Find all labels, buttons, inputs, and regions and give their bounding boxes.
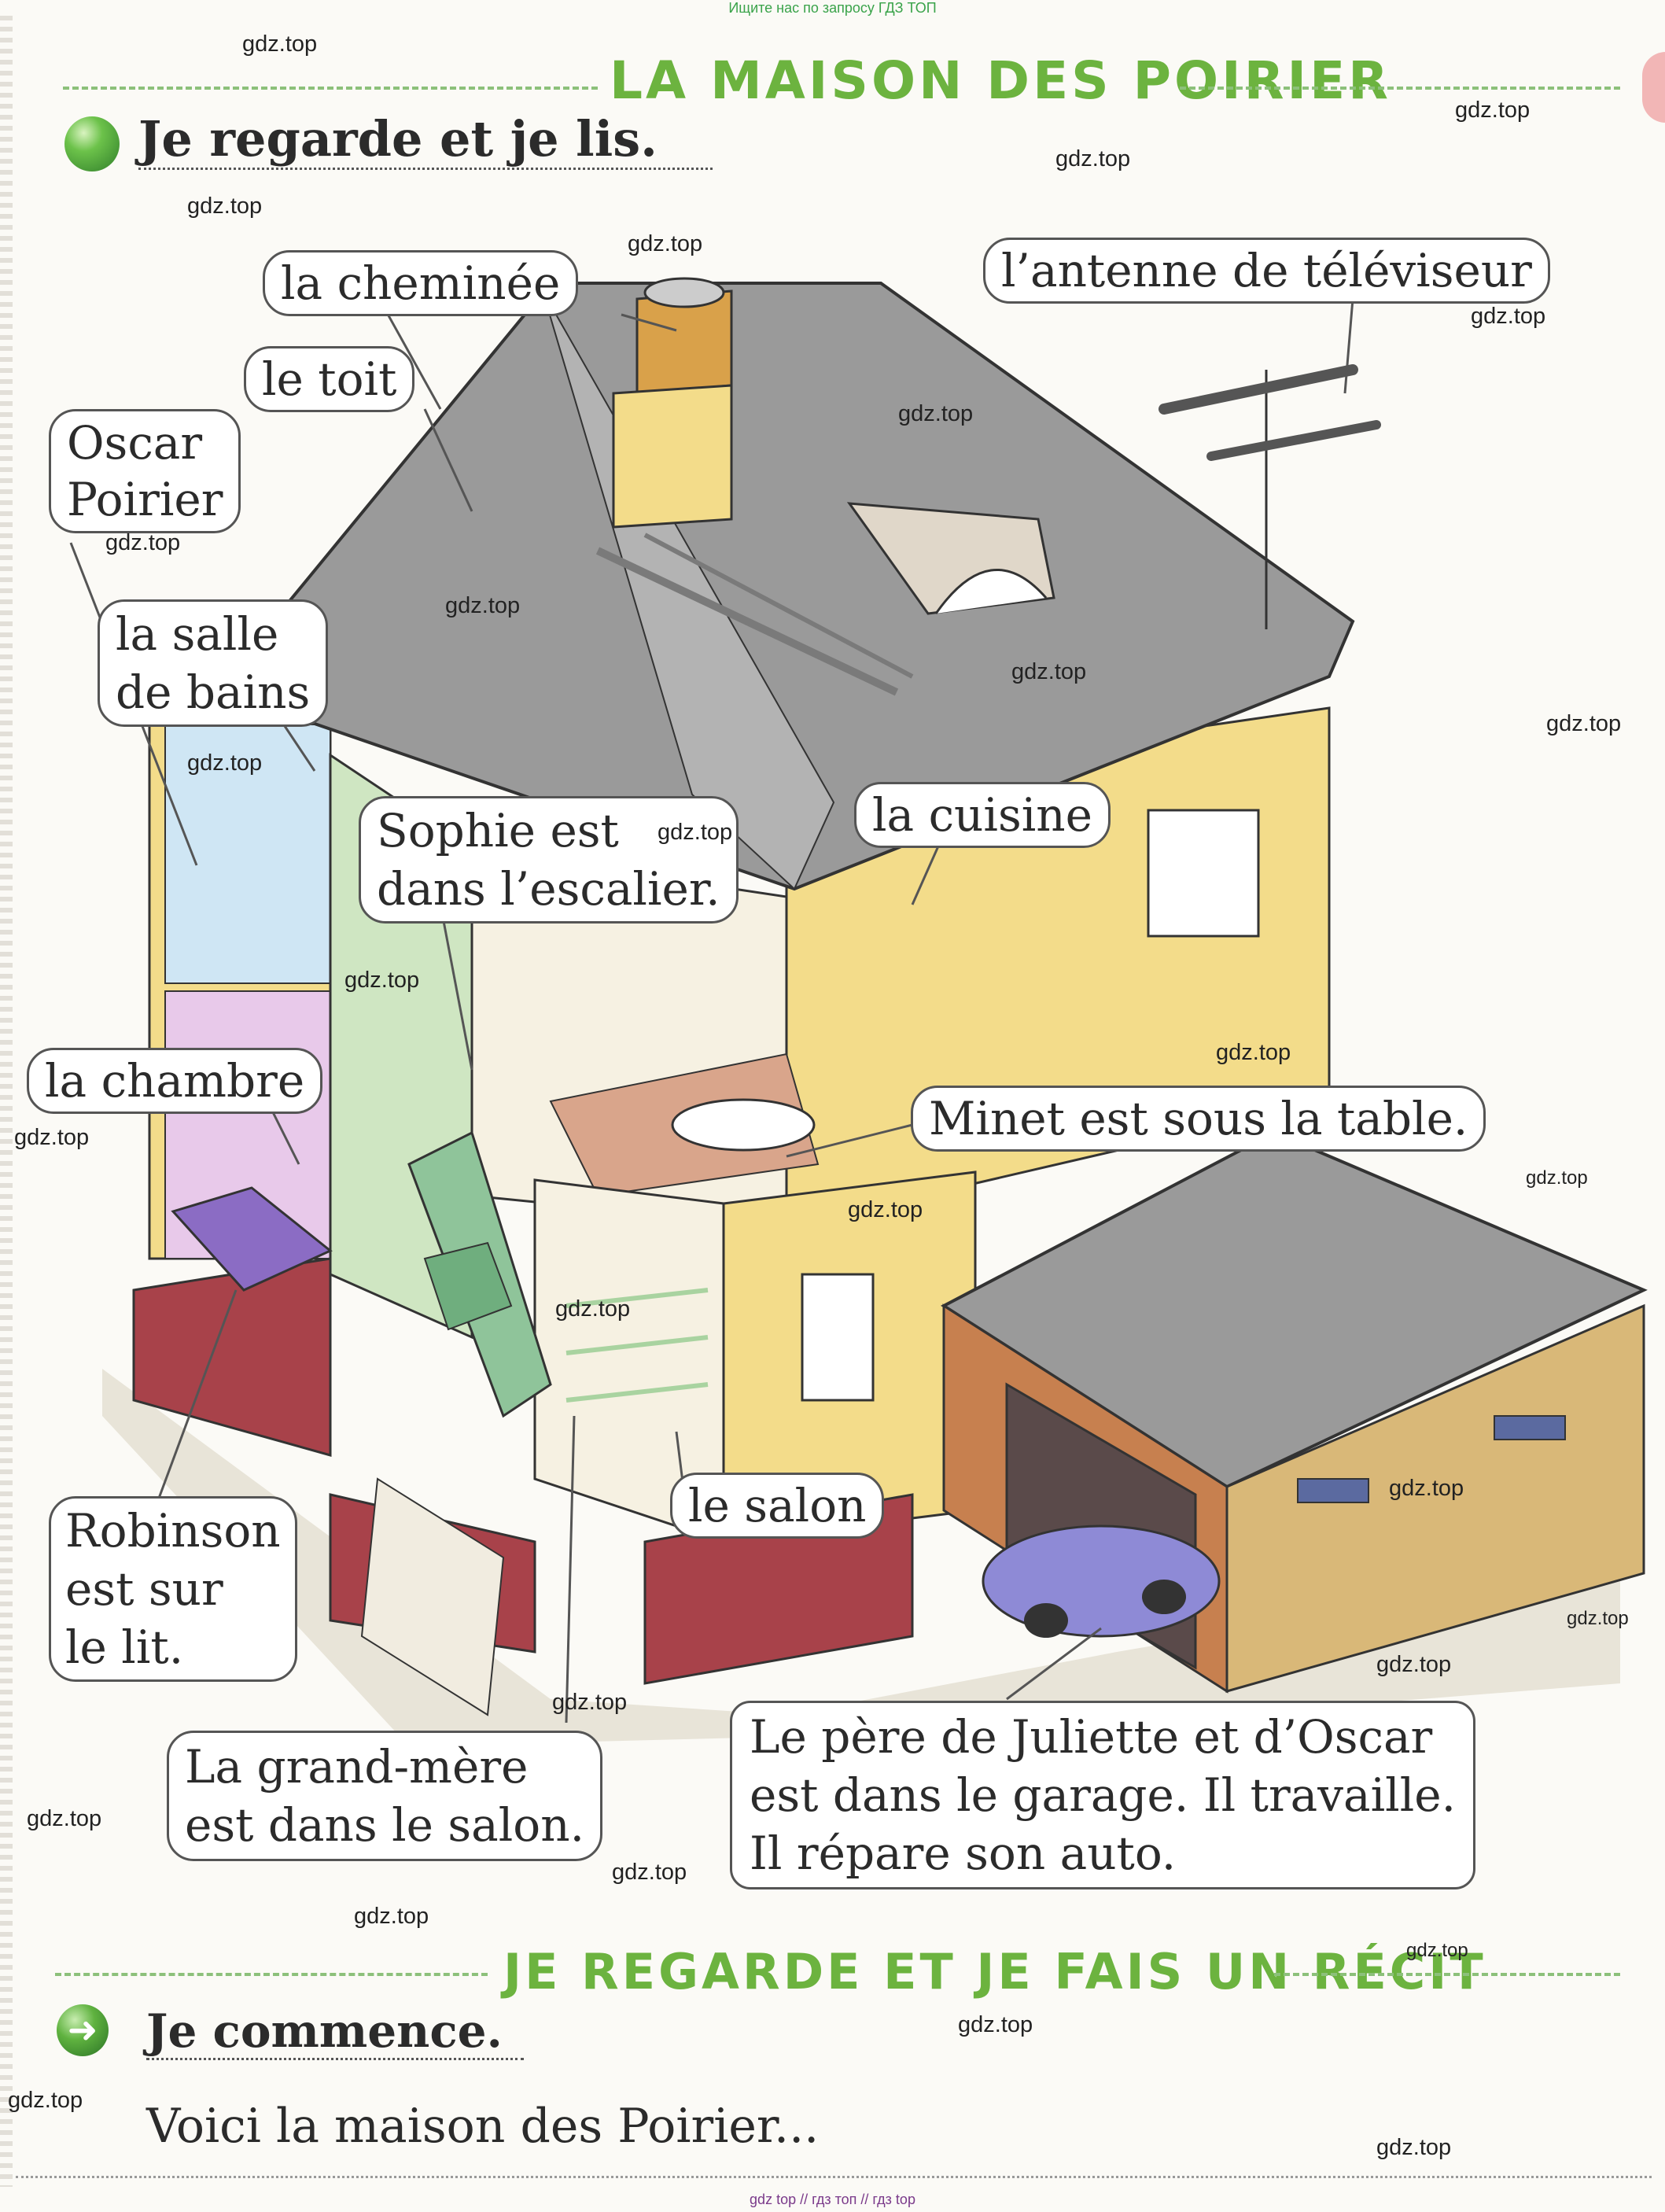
label-bathroom: la salle de bains [98,599,329,727]
stairs [407,1130,552,1418]
label-tv-antenna: l’antenne de téléviseur [983,238,1550,304]
watermark: gdz.top [187,194,263,219]
bottom-dotted-rule [16,2176,1652,2178]
watermark: gdz.top [1216,1040,1291,1065]
watermark: gdz.top [1471,304,1546,329]
heading-begin: Je commence. [146,2004,524,2060]
watermark: gdz.top [1376,1652,1452,1677]
label-robinson-line2: est sur [65,1562,223,1616]
label-oscar-line2: Poirier [67,473,223,526]
label-living-room: le salon [670,1473,885,1539]
label-bathroom-line2: de bains [116,665,311,719]
label-robinson-line1: Robinson [65,1504,281,1558]
label-cat-minet: Minet est sous la table. [911,1086,1486,1152]
watermark: gdz.top [658,820,733,845]
kitchen-table [671,1098,816,1152]
watermark: gdz.top [1011,659,1087,684]
arrow-right-icon: ➜ [57,2004,109,2056]
watermark: gdz.top [958,2012,1033,2037]
tv-antenna [1159,364,1381,629]
watermark: gdz.top [1376,2135,1452,2160]
label-chimney: la cheminée [263,250,579,316]
chimney [612,277,733,529]
watermark: gdz.top [1406,1940,1468,1961]
label-oscar: Oscar Poirier [49,409,241,533]
title-dash-right [1180,87,1620,90]
watermark: gdz.top [187,750,263,776]
watermark: gdz.top [552,1690,628,1715]
watermark: gdz.top [242,31,318,57]
label-sophie-line1: Sophie est [377,804,619,857]
bottom-footer-link[interactable]: gdz top // гдз топ // гдз top [750,2192,915,2207]
label-robinson-line3: le lit. [65,1620,184,1674]
watermark: gdz.top [8,2088,83,2113]
car [982,1524,1221,1638]
watermark: gdz.top [1546,711,1622,736]
label-grandmother-line2: est dans le salon. [185,1798,585,1852]
label-grandmother-line1: La grand-mère [185,1740,529,1794]
label-oscar-line1: Oscar [67,416,203,470]
story-starter: Voici la maison des Poirier... [146,2099,820,2154]
watermark: gdz.top [848,1197,923,1222]
heading-read: Je regarde et je lis. [138,110,713,170]
label-father: Le père de Juliette et d’Oscar est dans … [730,1701,1476,1889]
watermark: gdz.top [1389,1476,1464,1501]
watermark: gdz.top [612,1860,687,1885]
watermark: gdz.top [445,593,521,618]
watermark: gdz.top [1567,1608,1629,1629]
label-grandmother: La grand-mère est dans le salon. [167,1731,603,1861]
watermark: gdz.top [555,1296,631,1322]
label-bathroom-line1: la salle [116,607,279,661]
page-tab-marker [1642,52,1665,123]
section2-dash-right [1274,1973,1620,1976]
label-sophie: Sophie est dans l’escalier. [359,796,739,924]
watermark: gdz.top [1526,1167,1588,1189]
label-father-line1: Le père de Juliette et d’Oscar [750,1710,1433,1764]
bed [171,1186,333,1292]
watermark: gdz.top [628,231,703,256]
page-title: LA MAISON DES POIRIER [610,50,1391,111]
label-roof: le toit [244,346,415,412]
watermark: gdz.top [1455,98,1531,123]
green-ball-icon [64,116,120,171]
label-kitchen: la cuisine [854,782,1111,848]
watermark: gdz.top [27,1806,102,1831]
brick-foundation [132,1257,914,1716]
watermark: gdz.top [344,968,420,993]
watermark: gdz.top [898,401,974,426]
label-bedroom: la chambre [27,1048,323,1114]
watermark: gdz.top [105,530,181,555]
section2-dash-left [55,1973,488,1976]
watermark: gdz.top [14,1125,90,1150]
page-edge-strip [0,16,13,2187]
top-search-link[interactable]: Ищите нас по запросу ГДЗ ТОП [728,0,937,16]
watermark: gdz.top [354,1904,429,1929]
label-robinson: Robinson est sur le lit. [49,1496,297,1682]
label-father-line2: est dans le garage. Il travaille. [750,1768,1457,1822]
label-father-line3: Il répare son auto. [750,1827,1177,1880]
label-sophie-line2: dans l’escalier. [377,862,720,916]
title-dash-left [63,87,598,90]
section2-title: JE REGARDE ET JE FAIS UN RÉCIT [503,1943,1486,2000]
watermark: gdz.top [1055,146,1131,171]
